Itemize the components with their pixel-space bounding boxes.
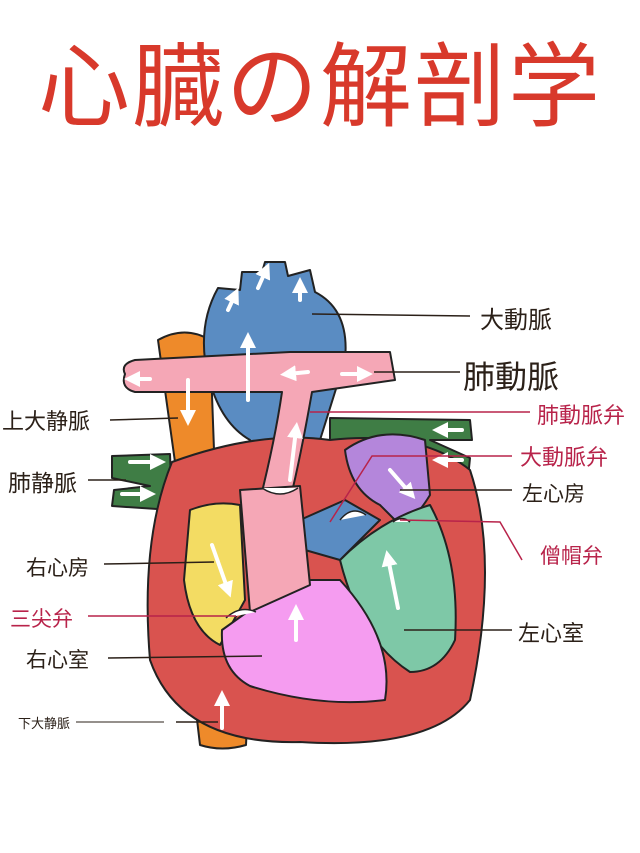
pulmonary-valve-flap [261,487,299,495]
flow-arrow [381,550,400,610]
flow-arrow [210,543,233,598]
flow-arrow [287,422,303,482]
label-right-ventricle: 右心室 [26,648,89,672]
label-pulmonary-artery: 肺動脈 [463,358,560,396]
label-tricuspid-valve: 三尖弁 [10,607,73,631]
aortic-valve-flap [339,510,367,521]
pulmonary-trunk [239,485,311,613]
page-title: 心臓の解剖学 [37,34,602,141]
leader-aorta [311,313,471,317]
label-left-atrium: 左心房 [522,482,585,506]
label-right-atrium: 右心房 [26,556,89,580]
label-pulmonary-vein: 肺静脈 [8,471,77,497]
right-atrium [183,502,246,646]
flow-arrow [388,468,416,500]
leader-aortic-valve [329,455,512,523]
leader-superior-vena-cava [109,417,179,421]
label-aorta: 大動脈 [480,306,552,334]
flow-arrow [255,262,271,290]
leader-right-ventricle [107,655,263,659]
label-left-ventricle: 左心室 [518,622,585,647]
label-superior-vena-cava: 上大静脈 [2,410,91,435]
flow-arrow [224,287,239,312]
leader-right-atrium [103,561,215,565]
right-ventricle [220,579,388,704]
label-mitral-valve: 僧帽弁 [540,544,603,568]
label-inferior-vena-cava: 下大静脈 [18,717,71,732]
leader-mitral-valve [399,519,523,561]
label-pulmonary-valve: 肺動脈弁 [537,404,626,429]
flow-arrow [280,365,310,382]
label-aortic-valve: 大動脈弁 [520,446,609,471]
